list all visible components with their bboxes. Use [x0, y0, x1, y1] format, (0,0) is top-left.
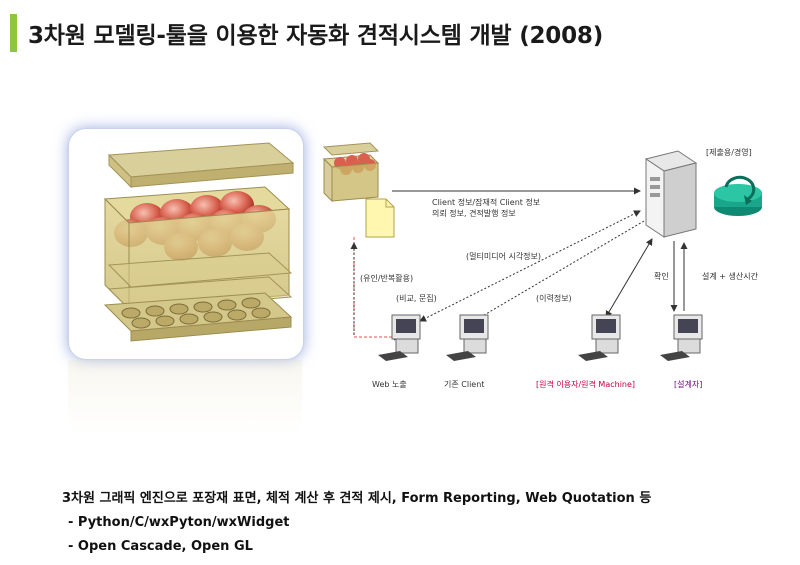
confirm-label: 확인 — [654, 272, 669, 281]
multimedia-label: (멀티미디어 시각정보) — [466, 252, 542, 261]
description-line-2: - Python/C/wxPyton/wxWidget — [68, 515, 290, 530]
package-model-card — [68, 128, 304, 360]
design-production-label: 설계 + 생산시간 — [702, 272, 758, 281]
reuse-label: (유인/반복활용) — [360, 274, 414, 283]
remote-machine-computer-icon — [578, 314, 621, 361]
package-model-illustration — [103, 142, 295, 342]
server-label: [제출용/경영] — [706, 148, 752, 157]
designer-label: [설계자] — [674, 380, 703, 389]
description-line-1: 3차원 그래픽 엔진으로 포장재 표면, 체적 계산 후 견적 제시, Form… — [62, 491, 652, 506]
history-label: (이력정보) — [536, 294, 572, 303]
cycle-icon — [714, 175, 762, 216]
diagram-graphics — [322, 142, 762, 361]
designer-computer-icon — [660, 314, 703, 361]
web-client-computer-icon — [378, 314, 421, 361]
document-icon — [365, 198, 395, 238]
system-diagram: [제출용/경영] Client 정보/잠재적 Client 정보 의뢰 정보, … — [310, 125, 800, 405]
compare-label: (비교, 문집) — [396, 294, 437, 303]
description-block: 3차원 그래픽 엔진으로 포장재 표면, 체적 계산 후 견적 제시, Form… — [62, 487, 651, 563]
server-icon — [644, 150, 698, 238]
existing-client-label: 기존 Client — [444, 380, 485, 389]
page-title: 3차원 모델링-툴을 이용한 자동화 견적시스템 개발 (2008) — [28, 23, 604, 49]
existing-client-computer-icon — [446, 314, 489, 361]
remote-user-label: [원격 이용자/원격 Machine] — [536, 380, 636, 389]
description-line-3: - Open Cascade, Open GL — [68, 539, 253, 554]
card-reflection — [68, 360, 302, 435]
package-thumbnail — [322, 142, 380, 203]
title-accent-bar — [10, 14, 17, 52]
flow-main-label-2: 의뢰 정보, 견적발행 정보 — [432, 209, 516, 218]
flow-main-label-1: Client 정보/잠재적 Client 정보 — [432, 198, 541, 207]
web-exposure-label: Web 노출 — [372, 380, 407, 389]
